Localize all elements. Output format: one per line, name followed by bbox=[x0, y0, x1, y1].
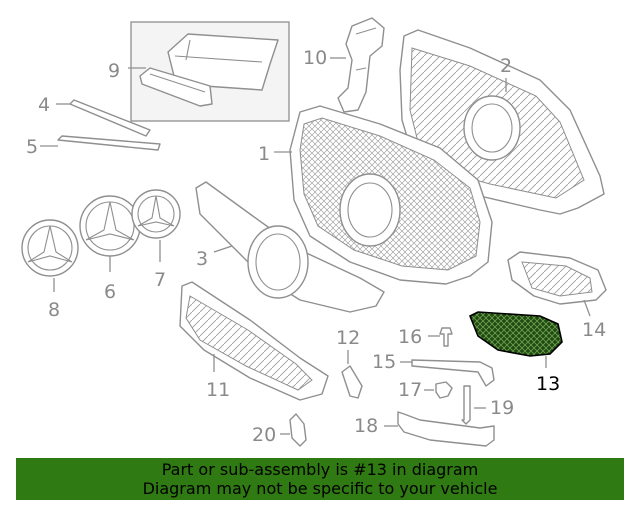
part-3-surround bbox=[195, 181, 385, 313]
part-20-clip bbox=[289, 413, 307, 447]
part-1-grille bbox=[289, 105, 493, 285]
callout-2: 2 bbox=[500, 55, 512, 77]
callout-17: 17 bbox=[398, 379, 422, 401]
parts-diagram: 9 10 2 1 4 5 3 8 6 7 11 12 14 13 15 16 1… bbox=[21, 17, 607, 447]
callout-3: 3 bbox=[196, 248, 208, 270]
callout-20: 20 bbox=[252, 424, 276, 446]
callout-19: 19 bbox=[490, 397, 514, 419]
part-8-emblem bbox=[21, 219, 79, 277]
callout-11: 11 bbox=[206, 379, 230, 401]
callout-16: 16 bbox=[398, 326, 422, 348]
callout-5: 5 bbox=[26, 136, 38, 158]
part-12-insert bbox=[341, 365, 363, 399]
part-15-strip bbox=[411, 359, 495, 387]
callout-8: 8 bbox=[48, 299, 60, 321]
callout-10: 10 bbox=[303, 47, 327, 69]
callout-13: 13 bbox=[536, 373, 560, 395]
part-19-bolt bbox=[461, 385, 471, 425]
callout-6: 6 bbox=[104, 281, 116, 303]
part-4-trim bbox=[69, 99, 151, 137]
callout-12: 12 bbox=[336, 327, 360, 349]
callout-18: 18 bbox=[354, 415, 378, 437]
callout-7: 7 bbox=[154, 269, 166, 291]
info-banner: Part or sub-assembly is #13 in diagram D… bbox=[16, 458, 624, 500]
part-16-clip bbox=[439, 327, 453, 347]
callout-15: 15 bbox=[372, 351, 396, 373]
part-10-bracket bbox=[337, 17, 385, 113]
banner-line-1: Part or sub-assembly is #13 in diagram bbox=[161, 460, 479, 479]
part-17-nut bbox=[435, 381, 453, 399]
callout-14: 14 bbox=[582, 319, 606, 341]
callout-1: 1 bbox=[258, 143, 270, 165]
part-6-star bbox=[79, 195, 141, 257]
part-5-trim bbox=[57, 135, 161, 151]
part-9-bracket-set bbox=[130, 21, 290, 122]
part-11-lower-grille bbox=[179, 281, 329, 401]
callout-4: 4 bbox=[38, 94, 50, 116]
part-13-grille-insert bbox=[468, 311, 563, 357]
banner-line-2: Diagram may not be specific to your vehi… bbox=[142, 479, 498, 498]
part-14-side-grille bbox=[507, 251, 607, 305]
leader-lines bbox=[40, 57, 591, 435]
callout-9: 9 bbox=[108, 60, 120, 82]
part-18-trim bbox=[397, 411, 495, 447]
part-7-emblem bbox=[131, 189, 181, 239]
